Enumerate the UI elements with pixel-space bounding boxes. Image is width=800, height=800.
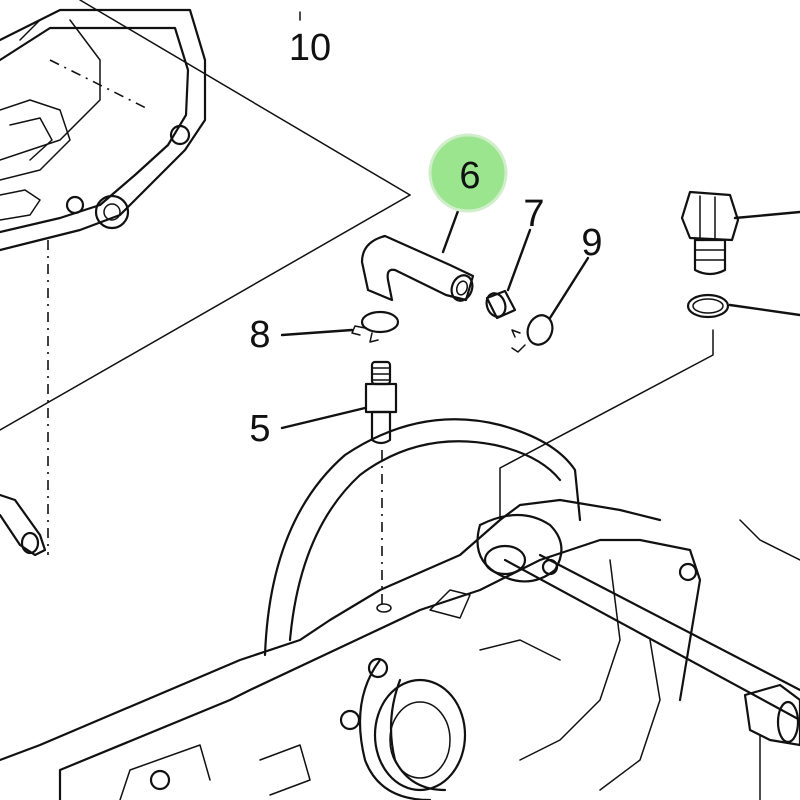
callout-6-label[interactable]: 6 xyxy=(459,155,480,197)
o-ring[interactable] xyxy=(686,293,730,319)
callout-10-label[interactable]: 10 xyxy=(289,27,331,69)
callout-8-label[interactable]: 8 xyxy=(249,314,270,356)
callout-7-label[interactable]: 7 xyxy=(523,193,544,235)
clip-part-8[interactable] xyxy=(351,310,400,343)
callout-5-label[interactable]: 5 xyxy=(249,408,270,450)
mounting-hole xyxy=(376,603,392,613)
drain-plug[interactable] xyxy=(680,190,740,276)
crankcase-lower xyxy=(0,418,800,800)
crankcase-cover-left xyxy=(0,8,207,557)
callout-6-highlight xyxy=(428,133,508,213)
callout-9-label[interactable]: 9 xyxy=(581,222,602,264)
collar-part-7[interactable] xyxy=(483,289,517,320)
reference-line-o-ring xyxy=(499,329,714,521)
clip-part-9[interactable] xyxy=(511,312,556,353)
reference-lines xyxy=(0,0,411,431)
breather-hose-part-6[interactable] xyxy=(360,234,476,304)
